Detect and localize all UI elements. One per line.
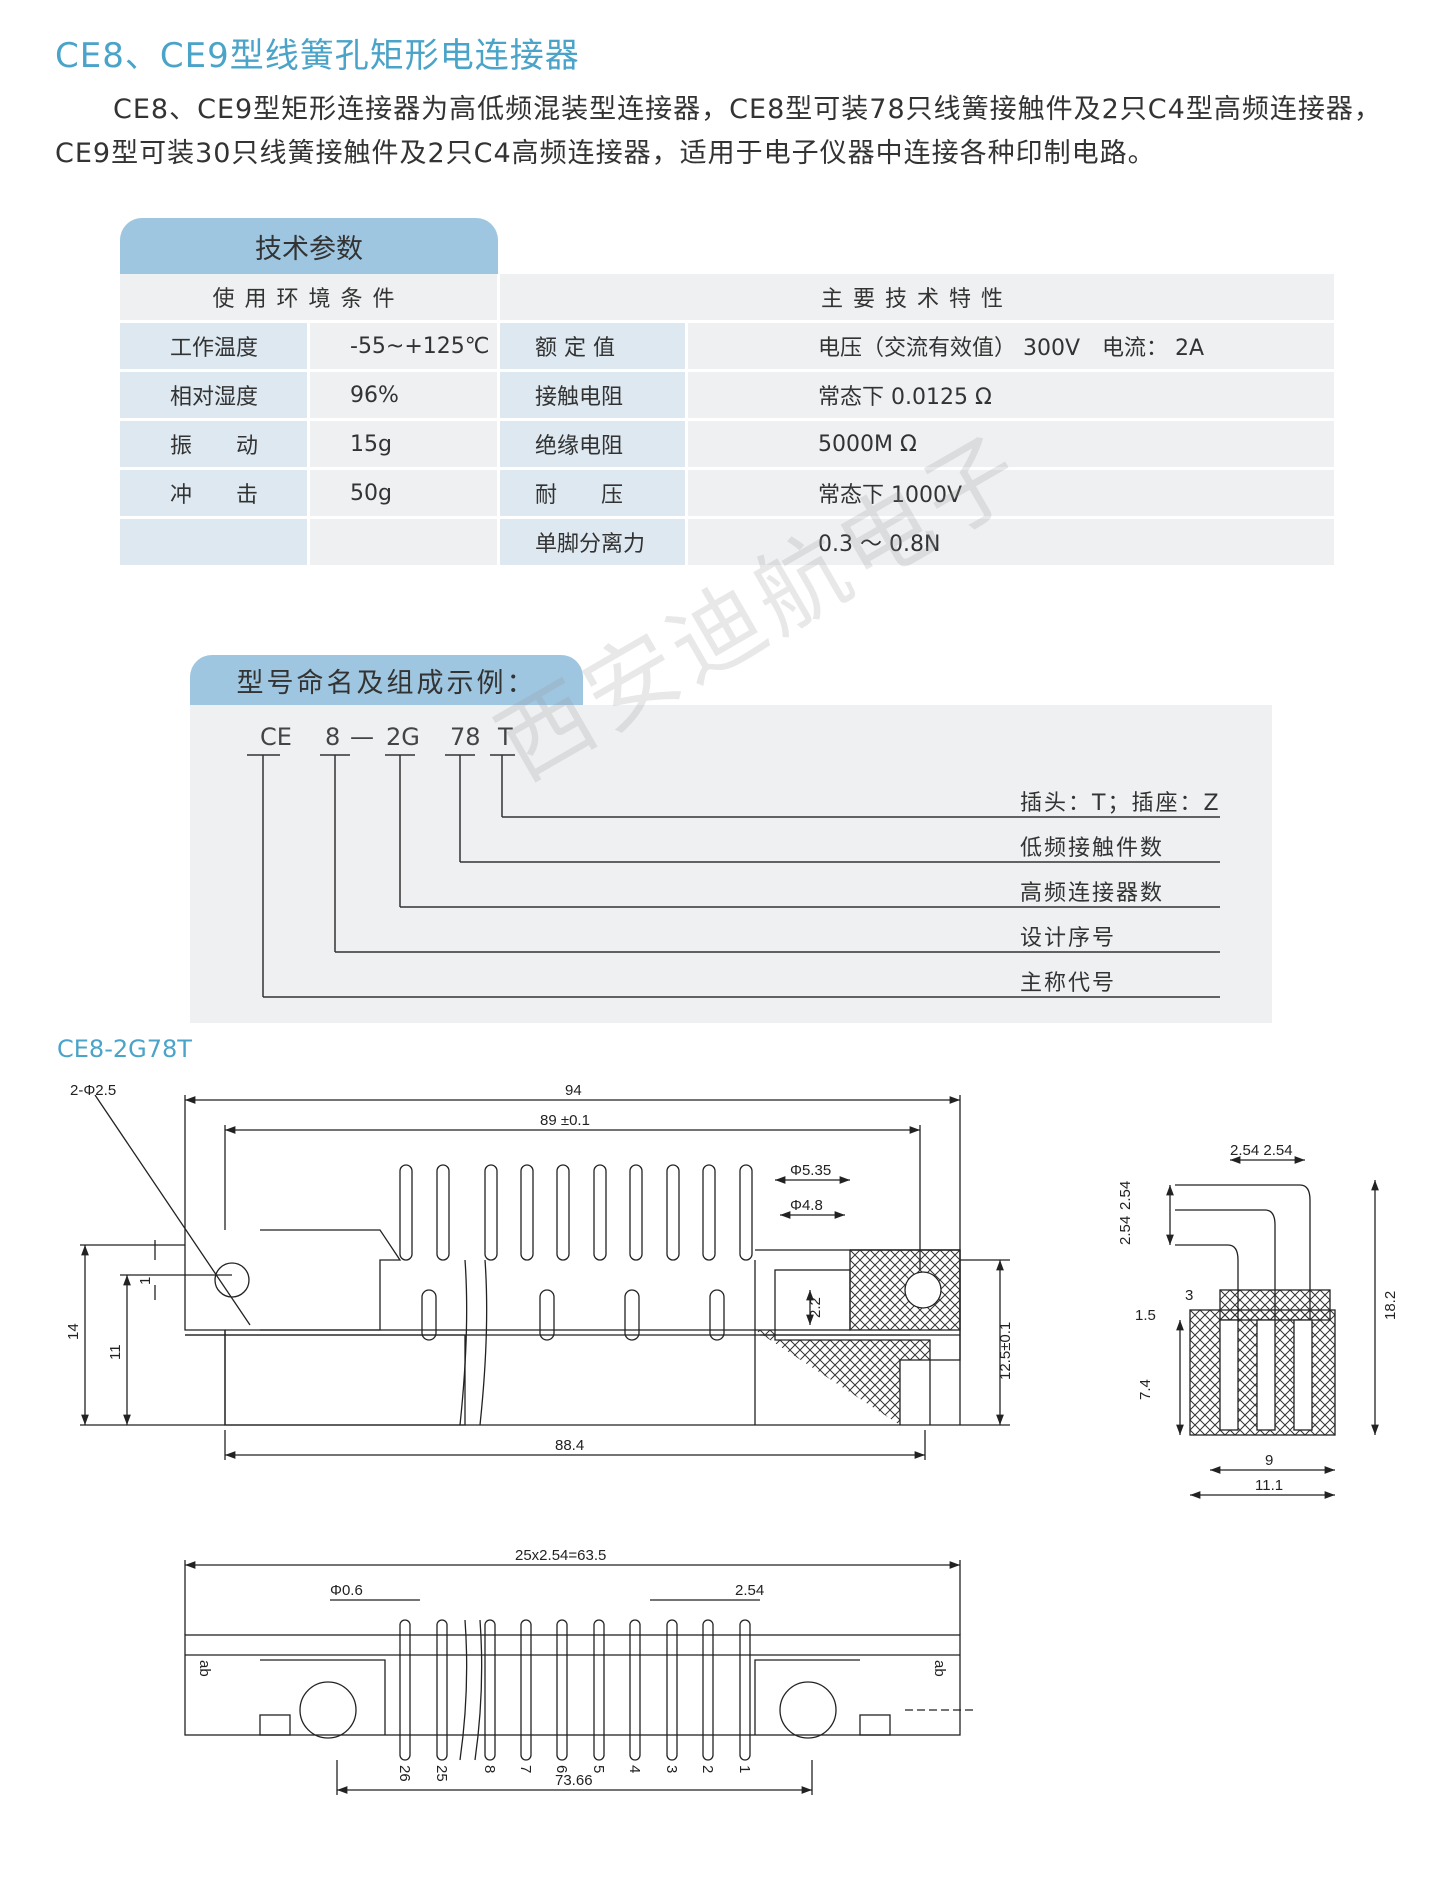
svg-text:2: 2 [699, 1765, 716, 1773]
bottom-view [184, 1560, 975, 1795]
env-value: 15g [310, 421, 500, 467]
main-value: 电压（交流有效值） 300V 电流： 2A [688, 323, 1334, 369]
env-value: -55~+125℃ [310, 323, 500, 369]
naming-tab: 型号命名及组成示例： [190, 655, 583, 705]
intro-line-1: CE8、CE9型矩形连接器为高低频混装型连接器，CE8型可装78只线簧接触件及2… [113, 94, 1382, 125]
label-plug: 插头：T；插座：Z [1020, 791, 1221, 816]
svg-text:Φ4.8: Φ4.8 [790, 1197, 823, 1214]
intro-text: CE8、CE9型矩形连接器为高低频混装型连接器，CE8型可装78只线簧接触件及2… [55, 88, 1425, 176]
svg-text:9: 9 [1265, 1452, 1273, 1469]
intro-line-2: CE9型可装30只线簧接触件及2只C4高频连接器，适用于电子仪器中连接各种印制电… [55, 138, 1156, 169]
svg-text:88.4: 88.4 [555, 1437, 584, 1454]
side-view-dims: 2.54 2.54 2.54 2.54 3 1.5 7.4 18.2 9 11.… [1117, 1142, 1399, 1494]
svg-text:73.66: 73.66 [555, 1772, 593, 1789]
svg-text:Φ0.6: Φ0.6 [330, 1582, 363, 1599]
svg-text:7.4: 7.4 [1137, 1379, 1154, 1400]
svg-text:6: 6 [553, 1765, 570, 1773]
bottom-view-dims: 25x2.54=63.5 Φ0.6 2.54 73.66 ab ab 26 25… [196, 1547, 948, 1789]
svg-text:5: 5 [590, 1765, 607, 1773]
side-view [1166, 1156, 1379, 1499]
main-label: 接触电阻 [500, 372, 688, 418]
svg-text:2.54 2.54: 2.54 2.54 [1230, 1142, 1293, 1159]
env-value: 50g [310, 470, 500, 516]
front-view-dims: 2-Φ2.5 94 89 ±0.1 Φ5.35 Φ4.8 2.2 12.5±0.… [65, 1082, 1014, 1454]
svg-text:18.2: 18.2 [1382, 1291, 1399, 1320]
page-title: CE8、CE9型线簧孔矩形电连接器 [55, 36, 580, 76]
code-dash: — [350, 723, 374, 751]
code-78: 78 [450, 723, 481, 751]
code-2g: 2G [386, 723, 420, 751]
main-value: 常态下 1000V [688, 470, 1334, 516]
svg-text:25: 25 [433, 1765, 450, 1782]
svg-text:ab: ab [196, 1660, 213, 1677]
svg-text:2-Φ2.5: 2-Φ2.5 [70, 1082, 116, 1099]
svg-text:11.1: 11.1 [1255, 1477, 1283, 1494]
naming-example: CE 8 — 2G 78 T 插头：T；插座：Z 低频接触件数 高频连接器数 设… [190, 705, 1272, 1023]
svg-text:3: 3 [1185, 1287, 1193, 1304]
main-value: 5000M Ω [688, 421, 1334, 467]
svg-text:1.5: 1.5 [1135, 1307, 1156, 1324]
main-value: 0.3 ～ 0.8N [688, 519, 1334, 565]
svg-text:26: 26 [396, 1765, 413, 1782]
naming-lines [247, 754, 1220, 998]
svg-text:94: 94 [565, 1082, 582, 1099]
pins [399, 1164, 753, 1341]
svg-text:Φ5.35: Φ5.35 [790, 1162, 831, 1179]
main-label: 绝缘电阻 [500, 421, 688, 467]
env-label: 相对湿度 [120, 372, 310, 418]
svg-text:2.54: 2.54 [1117, 1216, 1134, 1245]
front-view [80, 1094, 1010, 1460]
main-label: 额 定 值 [500, 323, 688, 369]
svg-text:1: 1 [736, 1765, 753, 1773]
svg-text:2.54: 2.54 [1117, 1181, 1134, 1210]
code-ce: CE [260, 723, 292, 751]
env-label: 工作温度 [120, 323, 310, 369]
label-low-freq: 低频接触件数 [1020, 836, 1165, 861]
model-label: CE8-2G78T [57, 1035, 192, 1063]
svg-text:ab: ab [931, 1660, 948, 1677]
code-t: T [498, 723, 513, 751]
label-high-freq: 高频连接器数 [1020, 881, 1165, 906]
svg-text:2.2: 2.2 [807, 1297, 824, 1318]
env-header: 使用环境条件 [120, 274, 500, 320]
svg-text:89 ±0.1: 89 ±0.1 [540, 1112, 590, 1129]
svg-text:8: 8 [481, 1765, 498, 1773]
env-value [310, 519, 500, 565]
svg-text:14: 14 [65, 1323, 82, 1340]
env-label [120, 519, 310, 565]
svg-text:7: 7 [517, 1765, 534, 1773]
env-value: 96% [310, 372, 500, 418]
code-8: 8 [325, 723, 341, 751]
bottom-pins [399, 1619, 751, 1761]
svg-text:2.54: 2.54 [735, 1582, 764, 1599]
svg-text:1: 1 [137, 1277, 154, 1285]
svg-text:4: 4 [626, 1765, 643, 1773]
label-design-no: 设计序号 [1020, 926, 1117, 951]
svg-text:11: 11 [107, 1344, 124, 1360]
svg-text:25x2.54=63.5: 25x2.54=63.5 [515, 1547, 606, 1564]
svg-text:3: 3 [663, 1765, 680, 1773]
main-header: 主要技术特性 [500, 274, 1334, 320]
env-label: 振 动 [120, 421, 310, 467]
env-label: 冲 击 [120, 470, 310, 516]
svg-text:12.5±0.1: 12.5±0.1 [997, 1322, 1014, 1380]
spec-tab: 技术参数 [120, 218, 498, 274]
main-label: 耐 压 [500, 470, 688, 516]
main-value: 常态下 0.0125 Ω [688, 372, 1334, 418]
main-label: 单脚分离力 [500, 519, 688, 565]
label-main-code: 主称代号 [1020, 971, 1117, 996]
spec-header-row: 使用环境条件 主要技术特性 [120, 274, 1334, 320]
